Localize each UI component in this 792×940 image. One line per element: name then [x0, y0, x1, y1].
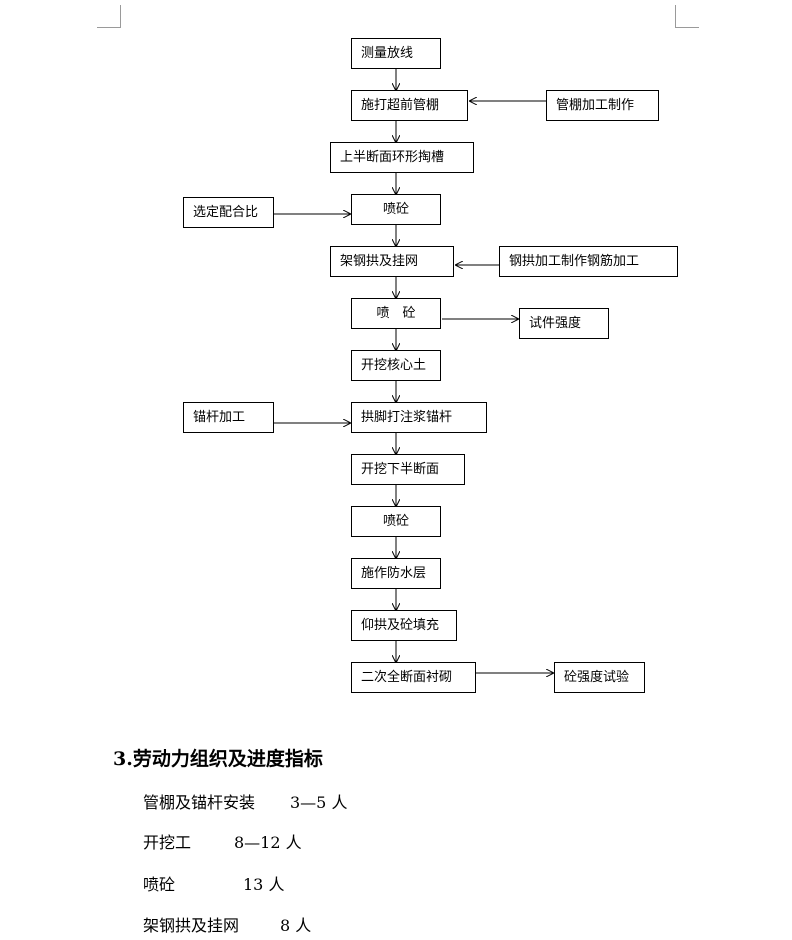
side-steel-arch-fabrication: 钢拱加工制作钢筋加工 — [499, 246, 678, 277]
labor-count: 13 人 — [243, 875, 285, 894]
step-survey-layout: 测量放线 — [351, 38, 441, 69]
crop-mark-top-left-v — [120, 5, 121, 28]
side-anchor-fabrication: 锚杆加工 — [183, 402, 274, 433]
crop-mark-top-right-h — [675, 27, 699, 28]
step-upper-half-groove: 上半断面环形掏槽 — [330, 142, 474, 173]
labor-count: 3—5 人 — [290, 793, 348, 812]
labor-task: 开挖工 — [143, 833, 192, 852]
step-advance-pipe-shed: 施打超前管棚 — [351, 90, 468, 121]
step-excavate-lower-half: 开挖下半断面 — [351, 454, 465, 485]
step-shotcrete-1: 喷砼 — [351, 194, 441, 225]
labor-task: 管棚及锚杆安装 — [143, 793, 256, 812]
side-concrete-strength-test: 砼强度试验 — [554, 662, 645, 693]
labor-count: 8—12 人 — [234, 833, 302, 852]
step-secondary-lining: 二次全断面衬砌 — [351, 662, 476, 693]
side-test-piece-strength: 试件强度 — [519, 308, 609, 339]
section-heading: 3.劳动力组织及进度指标 — [113, 748, 323, 770]
step-invert-fill: 仰拱及砼填充 — [351, 610, 457, 641]
labor-task: 喷砼 — [143, 875, 176, 894]
step-excavate-core: 开挖核心土 — [351, 350, 441, 381]
side-mix-ratio: 选定配合比 — [183, 197, 274, 228]
side-pipe-shed-fabrication: 管棚加工制作 — [546, 90, 659, 121]
step-steel-arch-mesh: 架钢拱及挂网 — [330, 246, 454, 277]
step-shotcrete-3: 喷砼 — [351, 506, 441, 537]
crop-mark-top-right-v — [675, 5, 676, 28]
step-arch-foot-anchor: 拱脚打注浆锚杆 — [351, 402, 487, 433]
step-waterproof-layer: 施作防水层 — [351, 558, 441, 589]
labor-task: 架钢拱及挂网 — [143, 916, 240, 935]
step-shotcrete-2: 喷 砼 — [351, 298, 441, 329]
flowchart-connectors — [274, 69, 792, 720]
crop-mark-top-left-h — [97, 27, 121, 28]
labor-count: 8 人 — [280, 916, 312, 935]
